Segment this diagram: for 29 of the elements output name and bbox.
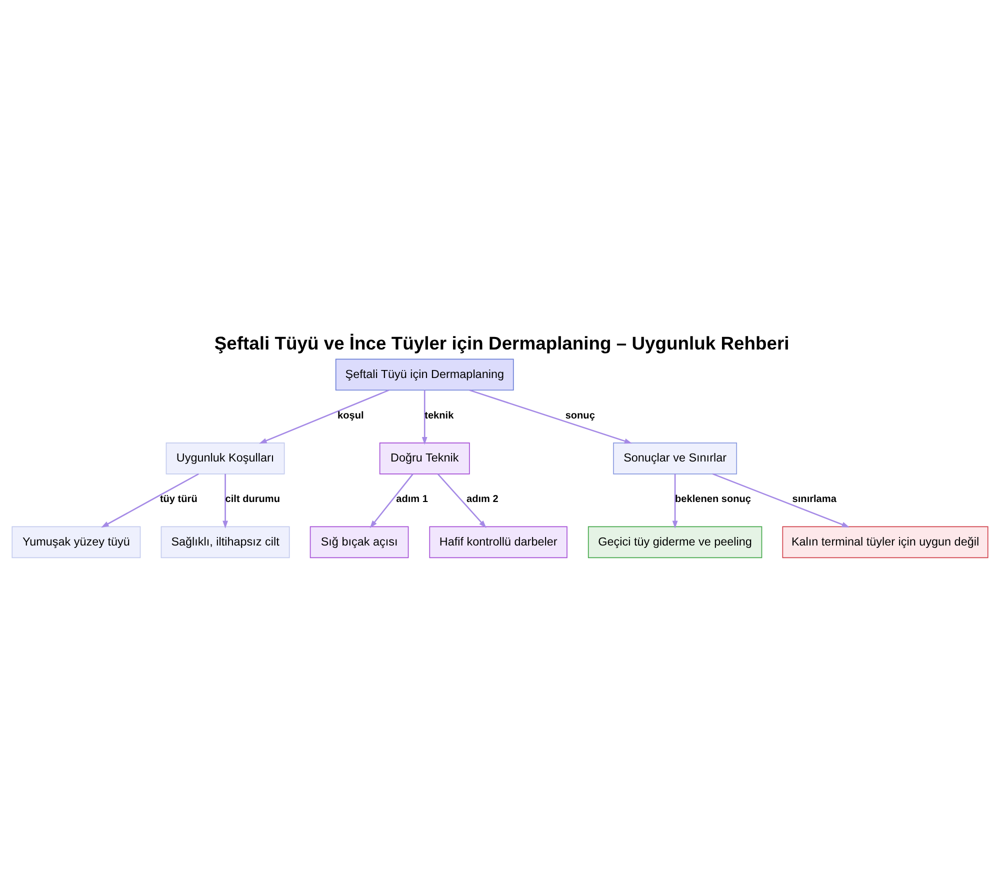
node-box: Sığ bıçak açısı: [310, 526, 409, 558]
edge-label: adım 2: [466, 494, 498, 506]
edge-label: adım 1: [396, 494, 428, 506]
arrow: [469, 390, 632, 444]
arrow: [259, 390, 390, 444]
arrow: [437, 473, 486, 528]
edge-label: cilt durumu: [225, 494, 280, 506]
node-box: Uygunluk Koşulları: [166, 442, 285, 474]
edge-label: koşul: [338, 410, 364, 422]
edge-label: sonuç: [565, 410, 595, 422]
node-box: Hafif kontrollü darbeler: [429, 526, 568, 558]
arrow: [222, 474, 228, 529]
arrow: [422, 390, 428, 445]
diagram-title: Şeftali Tüyü ve İnce Tüyler için Dermaplaning – Uygunluk Rehberi: [214, 332, 790, 354]
edge-label: beklenen sonuç: [675, 494, 751, 506]
node-box: Sonuçlar ve Sınırlar: [613, 442, 738, 474]
edge-label: teknik: [424, 410, 454, 422]
node-box: Geçici tüy giderme ve peeling: [588, 526, 762, 558]
arrow: [101, 473, 199, 528]
node-box: Kalın terminal tüyler için uygun değil: [782, 526, 988, 558]
arrow: [672, 474, 678, 529]
arrow: [370, 474, 414, 528]
node-box: Yumuşak yüzey tüyü: [12, 526, 141, 558]
node-box: Şeftali Tüyü için Dermaplaning: [335, 358, 514, 391]
edge-label: sınırlama: [792, 494, 836, 506]
node-box: Doğru Teknik: [379, 442, 470, 474]
arrow: [712, 473, 850, 528]
node-box: Sağlıklı, iltihapsız cilt: [160, 526, 290, 558]
edge-label: tüy türü: [160, 494, 198, 506]
